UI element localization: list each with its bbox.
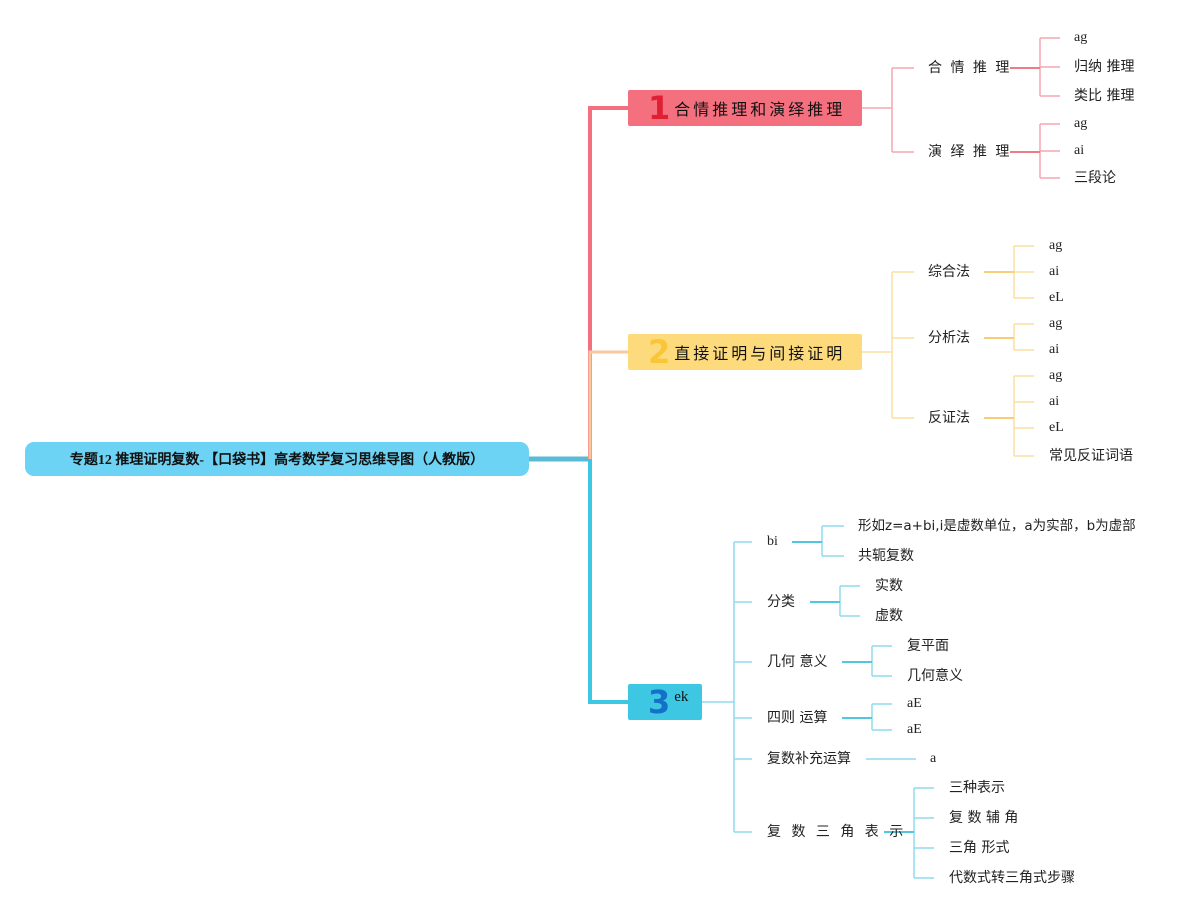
leaf-item[interactable]: ai: [1049, 264, 1060, 279]
leaf-item[interactable]: aE: [907, 722, 922, 737]
branch-3-topic[interactable]: 3 ek: [628, 684, 702, 720]
root-title: 专题12 推理证明复数-【口袋书】高考数学复习思维导图（人教版）: [69, 453, 485, 468]
leaf-item[interactable]: ag: [1049, 368, 1063, 383]
branch-2-topic[interactable]: 2 直接证明与间接证明: [628, 334, 862, 370]
leaf-item[interactable]: 实数: [875, 578, 903, 594]
leaf-item[interactable]: 归纳 推理: [1074, 59, 1135, 75]
leaf-item[interactable]: 几何意义: [907, 668, 963, 684]
branch-2-number: 2: [648, 333, 671, 371]
leaf-item[interactable]: 三种表示: [949, 780, 1005, 796]
leaf-item[interactable]: ai: [1049, 342, 1060, 357]
branch-2-label: 直接证明与间接证明: [674, 344, 846, 363]
leaf-item[interactable]: 复 数 辅 角: [949, 810, 1019, 826]
subtopic-synthesis-method[interactable]: 综合法: [928, 264, 970, 280]
leaf-item[interactable]: 常见反证词语: [1049, 448, 1133, 464]
branch-1-label: 合情推理和演绎推理: [674, 100, 846, 119]
leaf-item[interactable]: ag: [1049, 238, 1063, 253]
subtopic-inductive-reasoning[interactable]: 合 情 推 理: [928, 60, 1012, 76]
subtopic-classification[interactable]: 分类: [767, 594, 795, 610]
subtopic-analysis-method[interactable]: 分析法: [928, 330, 970, 346]
subtopic-arithmetic[interactable]: 四则 运算: [767, 710, 828, 726]
leaf-item[interactable]: a: [930, 751, 937, 766]
leaf-item[interactable]: 三段论: [1074, 170, 1116, 186]
leaf-item[interactable]: ai: [1074, 143, 1085, 158]
subtopic-geometric-meaning[interactable]: 几何 意义: [767, 654, 828, 670]
branch-3-number: 3: [648, 683, 671, 721]
leaf-item[interactable]: 代数式转三角式步骤: [949, 870, 1075, 886]
branch-3-label: ek: [674, 688, 689, 705]
root-topic[interactable]: 专题12 推理证明复数-【口袋书】高考数学复习思维导图（人教版）: [25, 442, 529, 476]
leaf-item[interactable]: eL: [1049, 420, 1064, 435]
leaf-item[interactable]: 形如z=a+bi,i是虚数单位，a为实部，b为虚部: [858, 518, 1136, 534]
branch-1-topic[interactable]: 1 合情推理和演绎推理: [628, 90, 862, 126]
branch-1-number: 1: [648, 89, 671, 127]
leaf-item[interactable]: ai: [1049, 394, 1060, 409]
leaf-item[interactable]: 虚数: [875, 608, 903, 624]
subtopic-deductive-reasoning[interactable]: 演 绎 推 理: [928, 144, 1012, 160]
leaf-item[interactable]: ag: [1049, 316, 1063, 331]
leaf-item[interactable]: ag: [1074, 116, 1088, 131]
leaf-item[interactable]: eL: [1049, 290, 1064, 305]
leaf-item[interactable]: aE: [907, 696, 922, 711]
subtopic-trigonometric-form[interactable]: 复 数 三 角 表 示: [767, 824, 907, 840]
subtopic-supplementary-operations[interactable]: 复数补充运算: [767, 751, 851, 767]
leaf-item[interactable]: ag: [1074, 30, 1088, 45]
leaf-item[interactable]: 类比 推理: [1074, 88, 1135, 104]
leaf-item[interactable]: 共轭复数: [858, 548, 914, 564]
subtopic-contradiction-method[interactable]: 反证法: [928, 410, 970, 426]
leaf-item[interactable]: 复平面: [907, 638, 949, 654]
leaf-item[interactable]: 三角 形式: [949, 840, 1010, 856]
subtopic-bi[interactable]: bi: [767, 534, 778, 549]
